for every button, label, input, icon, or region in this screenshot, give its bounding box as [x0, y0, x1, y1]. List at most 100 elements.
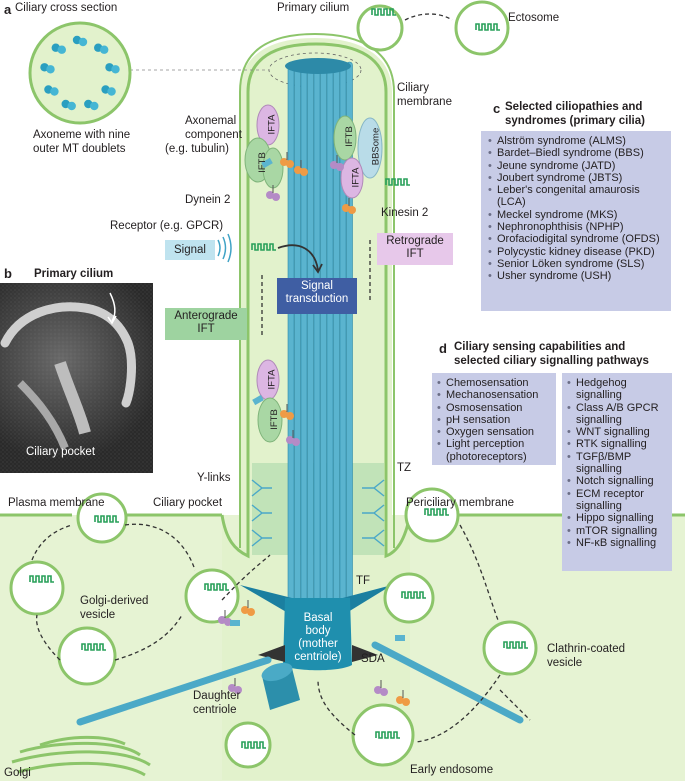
pathway-item: ECM receptor signalling: [566, 488, 668, 513]
axonemal-label-3: (e.g. tubulin): [165, 143, 229, 155]
basal-body-label: Basal body (mother centriole): [287, 612, 349, 664]
gpcr-receptor: [371, 8, 396, 16]
sensing-item: Mechanosensation: [436, 389, 552, 402]
ciliopathy-item: Senior Löken syndrome (SLS): [487, 258, 665, 271]
ciliopathy-item: Meckel syndrome (MKS): [487, 209, 665, 222]
clathrin-label-2: vesicle: [547, 657, 583, 669]
kinesin2-motor: [247, 608, 255, 616]
anterograde-line2: IFT: [197, 323, 215, 335]
pathway-item: mTOR signalling: [566, 525, 668, 538]
axoneme-caption-1: Axoneme with nine: [33, 129, 131, 141]
tubulin-cargo: [230, 620, 240, 626]
primary-cilium-label: Primary cilium: [277, 2, 350, 14]
trafficking-arrows: [31, 13, 531, 743]
ift-train-lower: [256, 359, 283, 443]
microtubule: [294, 61, 301, 603]
daughter-centriole-label-2: centriole: [193, 704, 237, 716]
iftb-label-2: IFTB: [343, 126, 355, 147]
gpcr-receptor: [81, 643, 106, 651]
dynein2-motor: [336, 163, 344, 171]
signal-transduction-line1: Signal: [301, 280, 333, 292]
tubulin-cargo: [252, 394, 264, 406]
kinesin2-motor: [348, 206, 356, 214]
clathrin-label-1: Clathrin-coated: [547, 643, 625, 655]
dynein2-motor: [234, 686, 242, 694]
vesicles: [9, 0, 538, 769]
micrograph-image: [0, 283, 153, 473]
panel-b-title: Primary cilium: [34, 268, 114, 280]
gpcr-receptor: [94, 515, 119, 523]
kinesin2-motor: [286, 160, 294, 168]
signal-box: Signal: [165, 240, 215, 260]
pathway-item: TGFβ/BMP signalling: [566, 451, 668, 476]
daughter-centriole-label-1: Daughter: [193, 690, 241, 702]
axonemal-label-2: component: [185, 129, 242, 141]
ciliopathy-item: Alström syndrome (ALMS): [487, 135, 665, 148]
receptors: [29, 8, 528, 749]
anterograde-line1: Anterograde: [174, 310, 238, 322]
kinesin2-motor: [402, 698, 410, 706]
gpcr-receptor: [385, 178, 410, 186]
receptor-label: Receptor (e.g. GPCR): [110, 220, 224, 232]
ciliopathies-list: Alström syndrome (ALMS)Bardet–Biedl synd…: [487, 135, 665, 283]
gpcr-receptor: [29, 575, 54, 583]
dynein2-motor: [292, 438, 300, 446]
micrograph: [0, 283, 153, 473]
ciliary-pocket-label: Ciliary pocket: [153, 497, 223, 509]
pathways-list: Hedgehog signallingClass A/B GPCR signal…: [566, 377, 668, 549]
ciliary-membrane: [220, 42, 412, 559]
gpcr-receptor: [204, 583, 229, 591]
basal-body-line4: centriole): [294, 651, 342, 663]
microtubule: [307, 61, 314, 603]
anterograde-box: Anterograde IFT: [165, 308, 247, 340]
plasma-membrane-label: Plasma membrane: [8, 497, 105, 509]
sensing-item: Chemosensation: [436, 377, 552, 390]
y-links-label: Y-links: [197, 472, 231, 484]
kinesin2-motor: [300, 168, 308, 176]
microtubule: [287, 61, 295, 603]
gpcr-receptor: [503, 641, 528, 649]
pathway-item: Hedgehog signalling: [566, 377, 668, 402]
microtubule: [326, 61, 334, 603]
retrograde-line2: IFT: [406, 248, 424, 260]
axoneme-tip: [285, 58, 351, 74]
mt-doublet-b: [57, 45, 66, 54]
ciliopathy-item: Leber's congenital amaurosis (LCA): [487, 184, 665, 209]
mt-doublet-b: [67, 101, 76, 111]
ciliopathy-item: Bardet–Biedl syndrome (BBS): [487, 147, 665, 160]
sensing-list: ChemosensationMechanosensationOsmosensat…: [436, 377, 552, 463]
daughter-centriole: [261, 662, 300, 710]
ciliopathy-item: Nephronophthisis (NPHP): [487, 221, 665, 234]
y-links: [251, 479, 385, 547]
kinesin2-label: Kinesin 2: [381, 207, 429, 219]
axoneme: [285, 58, 353, 603]
panel-c-title-2: syndromes (primary cilia): [505, 115, 645, 127]
sensing-item: Light perception (photoreceptors): [436, 438, 552, 463]
mt-doublet-b: [46, 65, 55, 74]
cytoplasmic-microtubules: [76, 641, 524, 726]
ift-train-upper-left: [244, 104, 284, 189]
mt-doublet-b: [50, 87, 59, 96]
golgi-derived-label-2: vesicle: [80, 609, 116, 621]
micrograph-ciliary-pocket: Ciliary pocket: [26, 446, 96, 458]
basal-body-line3: (mother: [298, 638, 338, 650]
mt-doublet-b: [111, 65, 120, 74]
ectosome-label: Ectosome: [508, 12, 560, 24]
periciliary-membrane-label: Periciliary membrane: [406, 497, 515, 509]
panel-d-title-1: Ciliary sensing capabilities and: [454, 341, 626, 353]
signal-waves: [217, 233, 232, 263]
ifta-label-3: IFTA: [266, 369, 278, 390]
axoneme-caption-2: outer MT doublets: [33, 143, 126, 155]
signal-transduction-box: Signal transduction: [277, 278, 357, 314]
panel-d-letter: d: [439, 341, 447, 356]
panel-d-title-2: selected ciliary signalling pathways: [454, 355, 649, 367]
tf-label: TF: [356, 575, 371, 587]
panel-c-title-1: Selected ciliopathies and: [505, 101, 643, 113]
ciliopathy-item: Polycystic kidney disease (PKD): [487, 246, 665, 259]
microtubule: [320, 61, 327, 603]
dynein2-motor: [380, 688, 388, 696]
gpcr-receptor: [251, 243, 276, 251]
pathway-item: Hippo signalling: [566, 512, 668, 525]
ciliary-membrane-label-1: Ciliary: [397, 82, 429, 94]
